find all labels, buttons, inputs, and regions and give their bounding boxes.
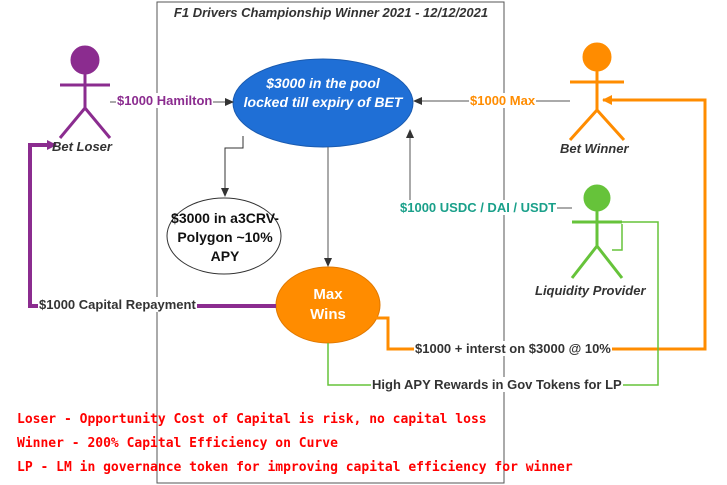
lp-note: LP - LM in governance token for improvin… [17,460,573,475]
interest-connector [376,95,707,351]
yield-node-text: $3000 in a3CRV-Polygon ~10% APY [171,210,279,264]
diagram-frame [156,1,505,484]
hamilton-bet-label: $1000 Hamilton [116,93,214,108]
stablecoin-connector [406,129,572,209]
winner-interest-label: $1000 + interst on $3000 @ 10% [414,341,612,356]
lp-loop [612,224,623,251]
bet-loser-actor [58,45,112,139]
liquidity-provider-label: Liquidity Provider [535,283,646,298]
capital-repayment-label: $1000 Capital Repayment [38,297,197,312]
bet-winner-label: Bet Winner [560,141,629,156]
lp-rewards-connector [327,221,659,386]
diagram-title: F1 Drivers Championship Winner 2021 - 12… [173,5,489,20]
max-bet-label: $1000 Max [469,93,537,108]
outcome-node-text: Max Wins [310,286,346,323]
lp-rewards-label: High APY Rewards in Gov Tokens for LP [371,377,623,392]
winner-note: Winner - 200% Capital Efficiency on Curv… [17,436,338,451]
loser-note: Loser - Opportunity Cost of Capital is r… [17,412,487,427]
bet-winner-actor [568,42,626,142]
pool-node-text: $3000 in the pool locked till expiry of … [243,75,403,110]
liquidity-provider-actor [570,184,624,279]
pool-to-yield-connector [221,136,244,197]
yield-node [166,197,282,275]
stablecoin-deposit-label: $1000 USDC / DAI / USDT [399,200,558,215]
bet-loser-label: Bet Loser [52,139,112,154]
